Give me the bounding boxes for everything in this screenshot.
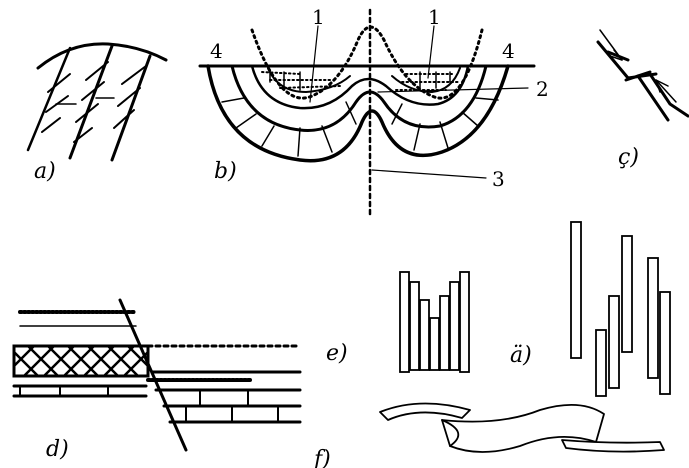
panel-ae [570,221,671,397]
fold-layer-outer [206,64,510,163]
layer-ticks [221,69,499,157]
f-ribbon-fold [441,419,460,447]
panel-a-drawing [26,42,168,162]
e-column-4 [429,317,440,371]
panel-ae-label: ä) [510,343,532,368]
panel-f [379,402,665,453]
panel-f-label: f) [312,447,331,468]
e-column-3 [419,299,430,371]
panel-e-label: e) [326,341,348,366]
ae-column-5 [647,257,659,379]
ae-column-3 [608,295,620,389]
callout-1-right: 1 [428,5,441,29]
e-column-1 [399,271,410,373]
displacement-arrows [599,29,677,103]
callout-4-left: 4 [210,39,223,63]
f-ribbon-middle [441,403,605,453]
ae-column-2 [595,329,607,397]
panel-a-label: a) [34,159,56,184]
callout-3: 3 [492,167,505,191]
panel-d: d) [12,298,302,462]
panel-c-label: ç) [618,145,639,170]
ae-column-1 [570,221,582,359]
e-column-7 [459,271,470,373]
d-fault-line [118,298,188,452]
callout-4-right: 4 [502,39,515,63]
ae-column-6 [659,291,671,395]
fold-layer-middle [230,64,488,132]
callout-leaders [309,25,529,179]
panel-c: ç) [596,29,689,170]
f-ribbon-right [561,439,665,453]
d-limestone-ticks [19,385,279,423]
panel-d-label: d) [46,437,69,462]
f-ribbon-left [379,402,471,421]
callout-1-left: 1 [312,5,325,29]
panel-a: a) [26,42,168,184]
panel-b-label: b) [214,159,237,184]
e-column-2 [409,281,420,371]
e-column-5 [439,295,450,371]
e-column-6 [449,281,460,371]
panel-b: 1 1 2 3 4 4 b) [198,5,549,218]
fold-layer-inner [250,64,470,110]
fault-step-drawing [596,40,689,122]
callout-2: 2 [536,77,549,101]
d-crosshatch-bed [12,344,150,378]
panel-e [399,271,470,373]
ae-column-4 [621,235,633,353]
